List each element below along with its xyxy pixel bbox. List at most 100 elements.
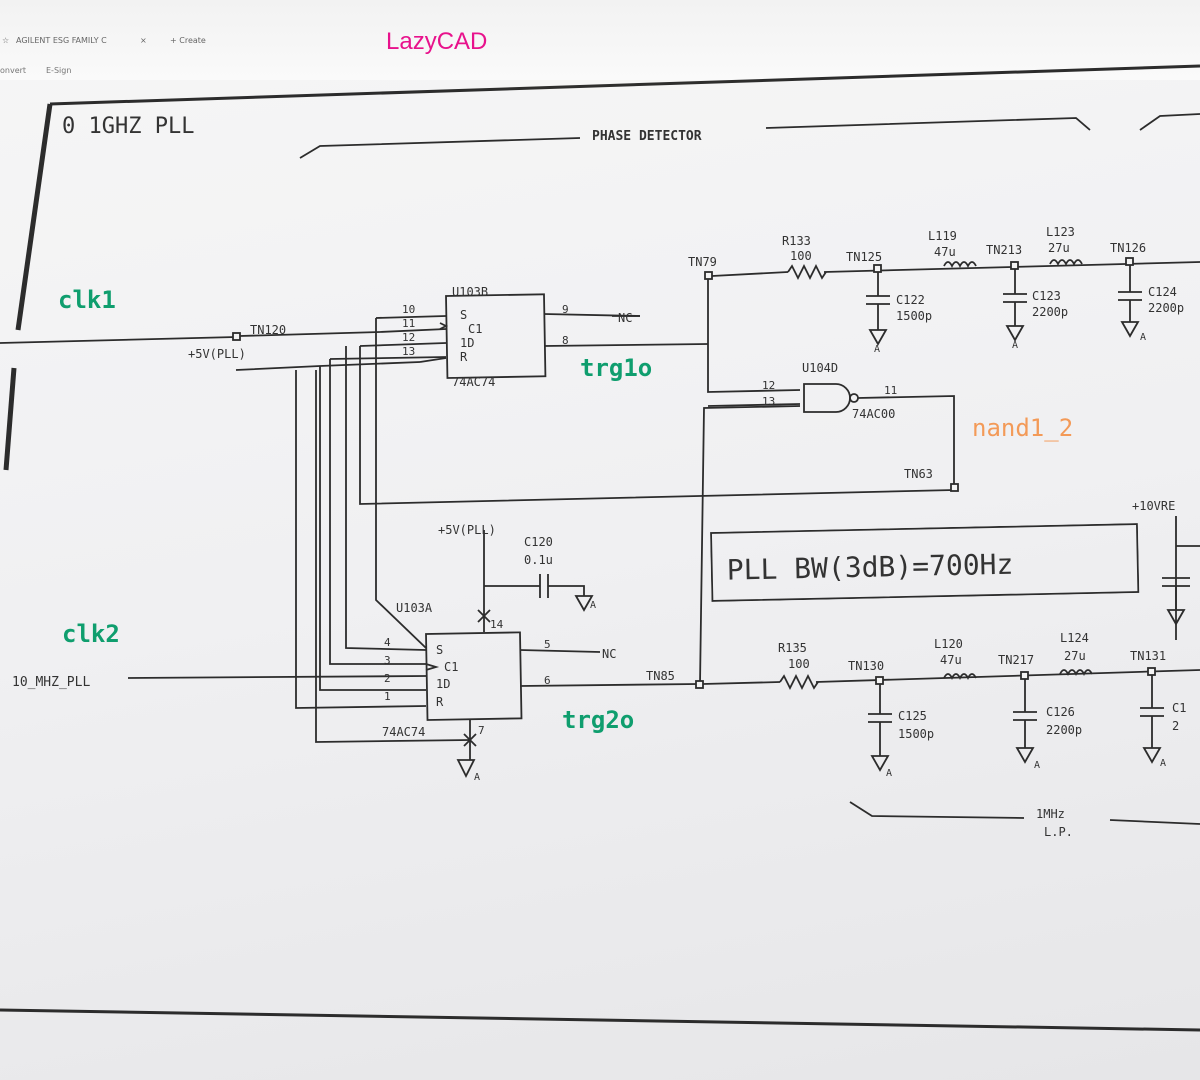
u103b-pin: 12 <box>402 331 415 344</box>
net-label: 10_MHZ_PLL <box>12 675 90 690</box>
component-value: 27u <box>1064 649 1086 663</box>
component-ref: C120 <box>524 535 553 549</box>
u103b-ref: U103B <box>452 285 488 299</box>
u104d-pin: 11 <box>884 384 897 397</box>
u103a-part: 74AC74 <box>382 725 425 739</box>
component-value: 2200p <box>1046 723 1082 737</box>
u103a-pin: 6 <box>544 674 551 687</box>
component-ref: C1 <box>1172 701 1186 715</box>
u104d-ref: U104D <box>802 361 838 375</box>
u104d-pin: 13 <box>762 395 775 408</box>
u103b-part: 74AC74 <box>452 375 495 389</box>
u103a-ref: U103A <box>396 601 433 615</box>
net-label: +5V(PLL) <box>188 347 246 361</box>
ground-label: A <box>1012 340 1018 351</box>
lowpass-label: L.P. <box>1044 825 1073 839</box>
star-icon[interactable]: ☆ <box>2 36 10 45</box>
node-label: TN130 <box>848 659 884 673</box>
overlay-clk1: clk1 <box>58 286 116 314</box>
viewer-toolbar: ☆ AGILENT ESG FAMILY C × + Create onvert… <box>0 0 1200 80</box>
component-value: 1500p <box>898 727 934 741</box>
bandwidth-note: PLL BW(3dB)=700Hz <box>726 548 1013 587</box>
overlay-trg2o: trg2o <box>562 706 635 734</box>
u104d-pin: 12 <box>762 379 775 392</box>
bandwidth-note-box: PLL BW(3dB)=700Hz <box>710 523 1140 602</box>
component-value: 0.1u <box>524 553 553 567</box>
pin-name: S <box>460 308 467 322</box>
pin-name: R <box>436 695 444 709</box>
brand-watermark: LazyCAD <box>386 28 488 55</box>
u103a-pin: 3 <box>384 654 391 667</box>
component-ref: L119 <box>928 229 957 243</box>
ground-label: A <box>1034 760 1040 771</box>
ground-label: A <box>474 772 480 783</box>
component-value: 27u <box>1048 241 1070 255</box>
net-label: TN63 <box>904 467 933 481</box>
net-label: +10VRE <box>1132 499 1175 513</box>
pin-name: C1 <box>468 322 482 336</box>
net-label: NC <box>618 311 632 325</box>
u103a-pin: 1 <box>384 690 391 703</box>
pin-name: R <box>460 350 468 364</box>
u104d-part: 74AC00 <box>852 407 895 421</box>
component-value: 100 <box>790 249 812 263</box>
component-value: 2200p <box>1032 305 1068 319</box>
node-label: TN131 <box>1130 649 1166 663</box>
component-ref: R135 <box>778 641 807 655</box>
component-ref: C126 <box>1046 705 1075 719</box>
component-value: 100 <box>788 657 810 671</box>
overlay-clk2: clk2 <box>62 620 120 648</box>
component-ref: R133 <box>782 234 811 248</box>
component-value: 2 <box>1172 719 1179 733</box>
u103b-pin: 8 <box>562 334 569 347</box>
u103a-pin: 4 <box>384 636 391 649</box>
ground-label: A <box>1140 332 1146 343</box>
node-label: TN213 <box>986 243 1022 257</box>
net-label: +5V(PLL) <box>438 523 496 537</box>
component-value: 47u <box>934 245 956 259</box>
net-label: TN79 <box>688 255 717 269</box>
component-value: 1500p <box>896 309 932 323</box>
document-tab[interactable]: AGILENT ESG FAMILY C <box>16 36 107 45</box>
pin-name: 1D <box>460 336 474 350</box>
node-label: TN126 <box>1110 241 1146 255</box>
net-label: TN85 <box>646 669 675 683</box>
phase-detector-label: PHASE DETECTOR <box>592 129 702 144</box>
pin-name: 1D <box>436 677 450 691</box>
menu-esign[interactable]: E-Sign <box>46 66 72 75</box>
bandwidth-note-frame: PLL BW(3dB)=700Hz <box>710 523 1140 602</box>
pin-name: C1 <box>444 660 458 674</box>
node-label: TN217 <box>998 653 1034 667</box>
lowpass-label: 1MHz <box>1036 807 1065 821</box>
u103a-pin: 14 <box>490 618 504 631</box>
component-ref: L123 <box>1046 225 1075 239</box>
component-value: 47u <box>940 653 962 667</box>
component-ref: C122 <box>896 293 925 307</box>
overlay-trg1o: trg1o <box>580 354 653 382</box>
pin-name: S <box>436 643 443 657</box>
component-ref: C124 <box>1148 285 1177 299</box>
overlay-nand: nand1_2 <box>972 414 1074 442</box>
u103b-pin: 10 <box>402 303 415 316</box>
u103b-pin: 13 <box>402 345 415 358</box>
menu-convert[interactable]: onvert <box>0 66 27 75</box>
u103a-pin: 7 <box>478 724 485 737</box>
ground-label: A <box>590 600 596 611</box>
new-tab-button[interactable]: + Create <box>170 36 206 45</box>
component-ref: C123 <box>1032 289 1061 303</box>
u103a-pin: 2 <box>384 672 391 685</box>
ground-label: A <box>1160 758 1166 769</box>
u103b-pin: 11 <box>402 317 415 330</box>
sheet-title: 0 1GHZ PLL <box>62 114 194 139</box>
u103b-pin: 9 <box>562 303 569 316</box>
component-ref: L120 <box>934 637 963 651</box>
component-ref: C125 <box>898 709 927 723</box>
node-label: TN125 <box>846 250 882 264</box>
net-label: NC <box>602 647 616 661</box>
net-label: TN120 <box>250 323 286 337</box>
close-tab-icon[interactable]: × <box>140 36 147 45</box>
component-value: 2200p <box>1148 301 1184 315</box>
ground-label: A <box>874 344 880 355</box>
